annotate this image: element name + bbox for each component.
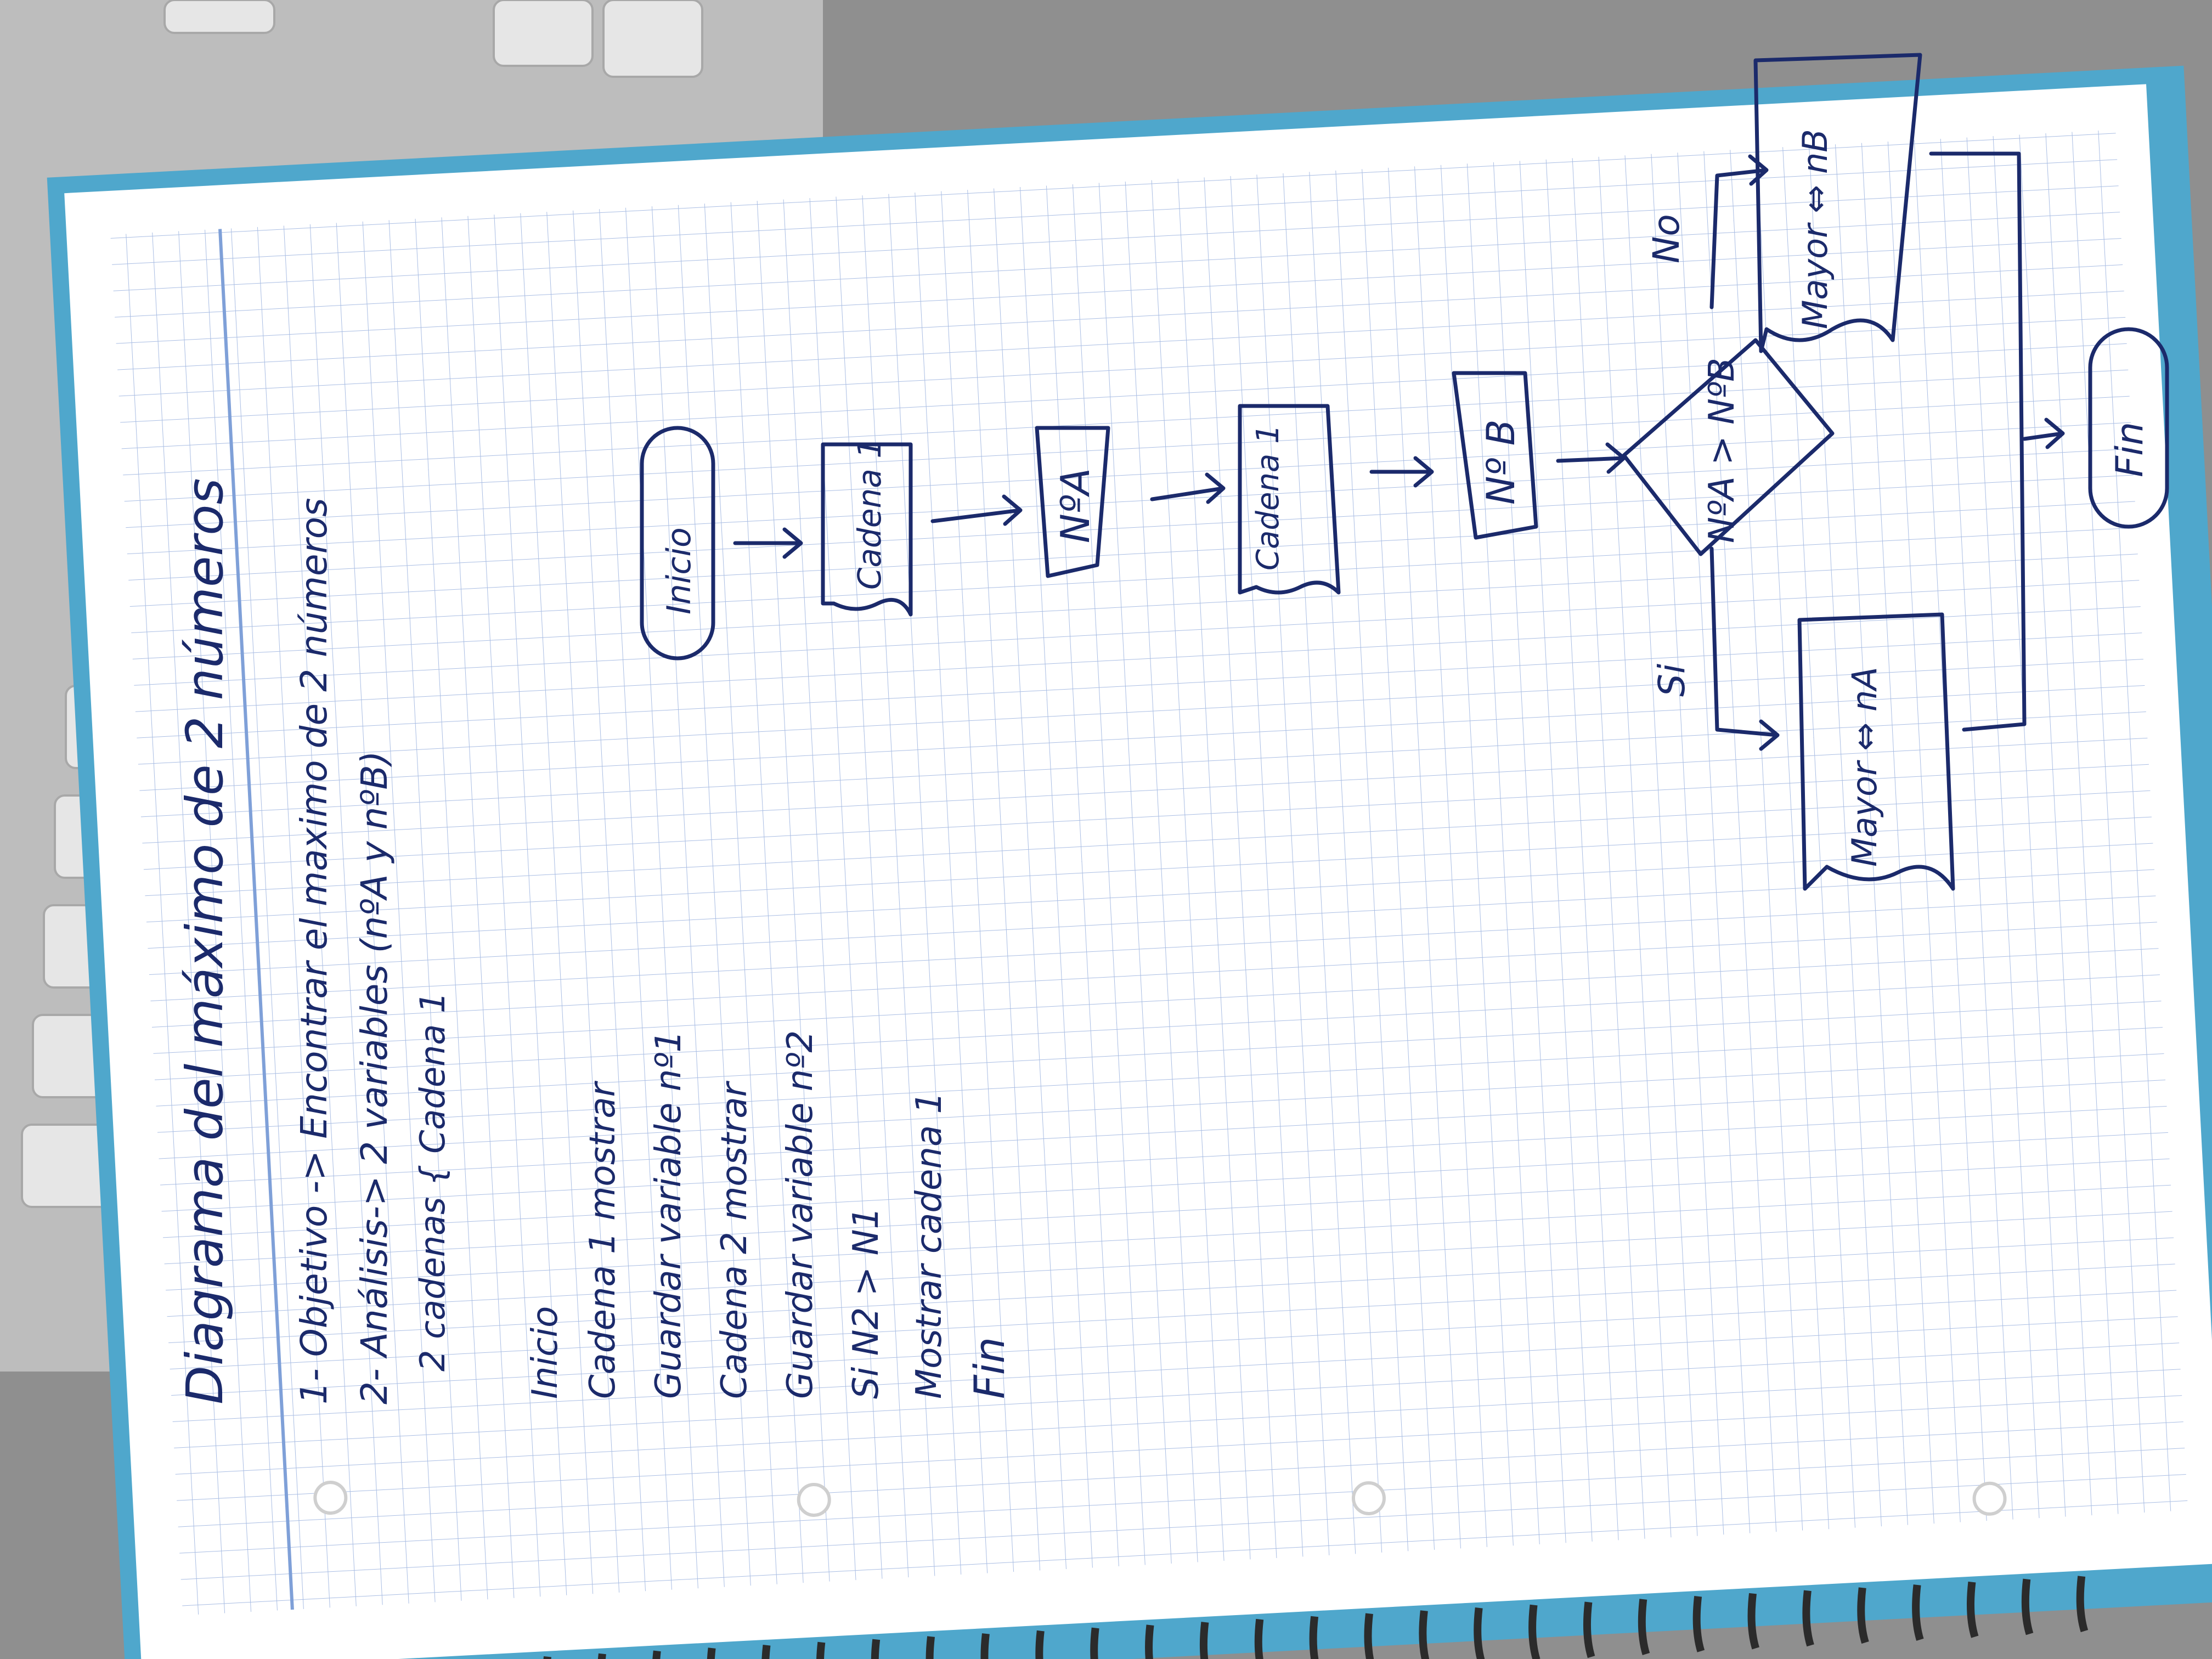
algo-line-8: Fin <box>965 1337 1014 1399</box>
arrow-4 <box>1369 456 1434 488</box>
grid-area <box>110 129 2188 1616</box>
note-line-3: 2 cadenas { Cadena 1 <box>413 992 453 1372</box>
algo-line-7: Mostrar cadena 1 <box>909 1092 950 1399</box>
algo-line-4: Cadena 2 mostrar <box>714 1080 755 1399</box>
algo-line-2: Cadena 1 mostrar <box>583 1080 623 1399</box>
start-terminal <box>640 426 715 661</box>
arrow-1 <box>733 527 803 559</box>
arrow-3 <box>1150 472 1226 504</box>
input-a-shape <box>1035 426 1110 578</box>
flowchart: Inicio Cadena 1 NºA Cadena 1 Nº B NºA > … <box>640 53 2169 891</box>
input-b-shape <box>1452 371 1538 540</box>
spiral-binding <box>542 1576 2089 1659</box>
notebook-title: Diagrama del máximo de 2 números <box>176 478 234 1404</box>
cadena1-label: Cadena 1 <box>851 438 888 590</box>
start-label: Inicio <box>660 527 698 614</box>
decision-label: NºA > NºB <box>1702 358 1742 543</box>
punch-holes <box>313 1481 2007 1517</box>
cadena1b-shape <box>1238 404 1341 595</box>
merge-line <box>1929 151 2027 732</box>
note-line-2: 2- Análisis-> 2 variables (nºA y nºB) <box>353 751 396 1404</box>
notes-column: Diagrama del máximo de 2 números 1- Obje… <box>176 478 1014 1404</box>
arrow-2 <box>930 494 1023 526</box>
decision-diamond <box>1622 338 1835 556</box>
input-b-label: Nº B <box>1479 419 1523 505</box>
notebook <box>47 65 2212 1659</box>
yes-label: Si <box>1651 663 1693 697</box>
algo-line-5: Guardar variable nº2 <box>780 1030 821 1399</box>
end-terminal <box>2088 327 2169 529</box>
page-margin <box>218 229 294 1610</box>
arrow-to-end <box>2022 417 2065 449</box>
algo-line-6: Si N2 > N1 <box>846 1207 887 1399</box>
output-b-shape <box>1753 53 1922 353</box>
algo-line-1: Inicio <box>525 1306 566 1399</box>
cadena1-shape <box>821 442 913 617</box>
output-a-shape <box>1797 612 1955 891</box>
output-b-label: Mayor ⇔ nB <box>1795 129 1835 329</box>
input-a-label: NºA <box>1052 468 1098 543</box>
no-label: No <box>1645 214 1688 263</box>
note-line-1: 1- Objetivo -> Encontrar el maximo de 2 … <box>293 498 335 1404</box>
yes-arrow <box>1709 546 1780 751</box>
algo-line-3: Guardar variable nº1 <box>648 1030 689 1399</box>
end-label: Fin <box>2108 422 2152 477</box>
output-a-label: Mayor ⇔ nA <box>1844 667 1884 867</box>
cadena1b-label: Cadena 1 <box>1250 424 1286 571</box>
